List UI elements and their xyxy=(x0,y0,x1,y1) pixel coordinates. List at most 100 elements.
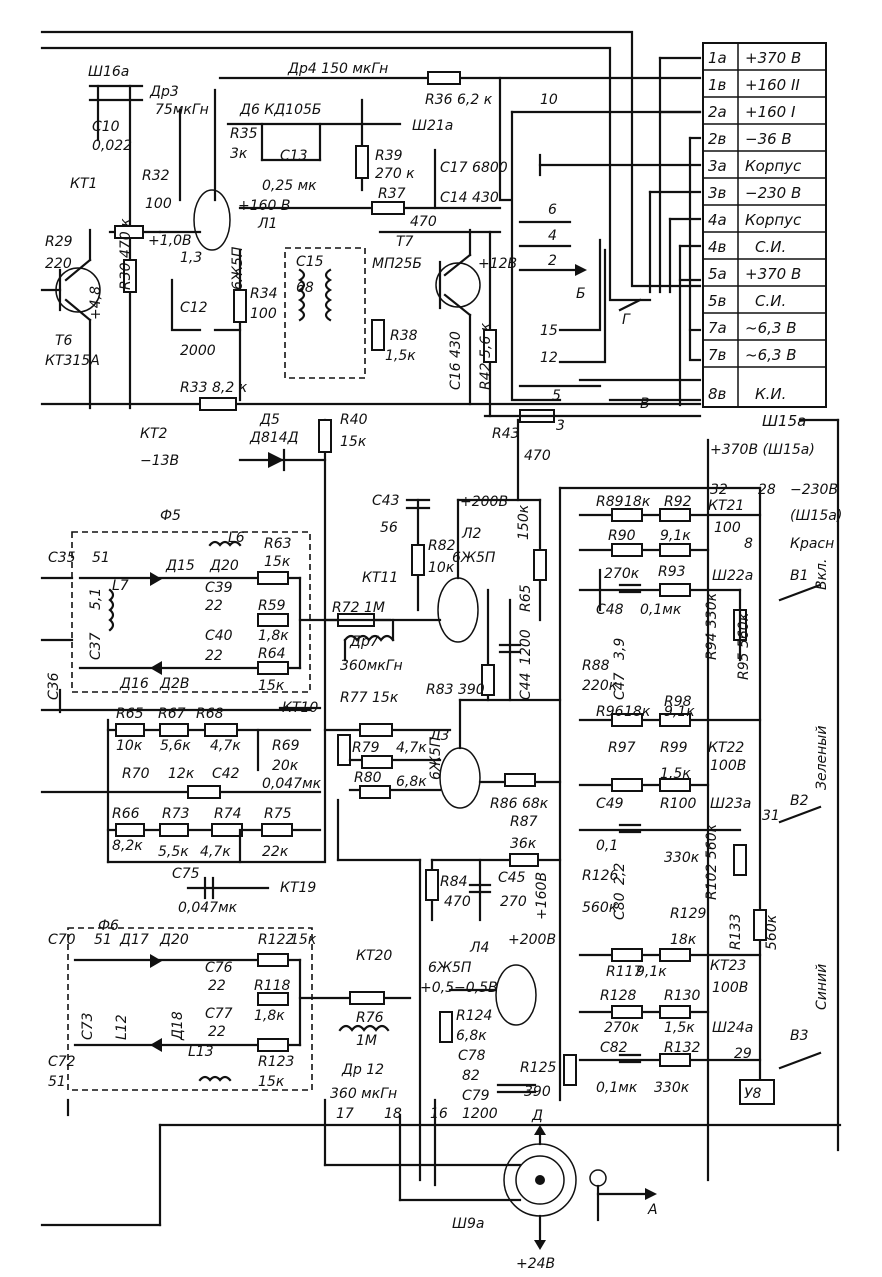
label-r87: R87 xyxy=(510,814,538,830)
label-r69v: 20к xyxy=(272,758,299,774)
label-r96: R96 xyxy=(596,704,624,720)
filter-f5-labels: Ф5 L6 R63 15к С35 51 L7 Д15 Д20 С39 22 R… xyxy=(46,508,292,700)
label-n2: 2 xyxy=(548,253,557,269)
signal-2v: −36 В xyxy=(745,130,792,148)
label-d5t: Д814Д xyxy=(249,430,299,446)
label-r79: R79 xyxy=(352,740,380,756)
signal-5a: +370 В xyxy=(745,265,801,283)
label-r89v: 18к xyxy=(624,494,651,510)
label-c77v: 22 xyxy=(208,1024,226,1040)
label-r59v: 1,8к xyxy=(258,628,289,644)
label-r117v: 9,1к xyxy=(636,964,667,980)
signal-3v: −230 В xyxy=(745,184,801,202)
label-c80v: 2,2 xyxy=(612,863,628,885)
label-c82v: 0,1мк xyxy=(596,1080,638,1096)
label-kt21: КТ21 xyxy=(708,498,744,514)
pin-5v: 5в xyxy=(708,292,727,310)
label-u8: У8 xyxy=(744,1086,762,1102)
label-c45: С45 xyxy=(498,870,526,886)
label-r123v: 15к xyxy=(258,1074,285,1090)
label-l12: L12 xyxy=(114,1014,130,1040)
label-c37: С37 xyxy=(88,632,104,660)
label-dr7: Др7 xyxy=(349,634,379,650)
label-r64v: 15к xyxy=(258,678,285,694)
label-d16: Д16 xyxy=(119,676,149,692)
label-n12: 12 xyxy=(540,350,558,366)
top-labels: Ш16а Др4 150 мкГн R36 6,2 к 10 Др3 75мкГ… xyxy=(45,61,650,469)
label-r129v: 18к xyxy=(670,932,697,948)
label-r29v: 220 xyxy=(45,256,72,272)
label-d6: Д6 КД105Б xyxy=(239,102,322,118)
label-c70v: 51 xyxy=(94,932,112,948)
label-r133v: 560к xyxy=(764,914,780,950)
label-r38v: 1,5к xyxy=(385,348,416,364)
label-b1: В1 xyxy=(790,568,809,584)
label-kt10: КТ10 xyxy=(282,700,318,716)
pin-2v: 2в xyxy=(708,130,727,148)
label-krasn: Красн xyxy=(790,536,834,552)
label-n5: 5 xyxy=(552,388,561,404)
label-kt2: КТ2 xyxy=(140,426,167,442)
label-c42: С42 xyxy=(212,766,240,782)
label-kt23: КТ23 xyxy=(710,958,746,974)
pin-4v: 4в xyxy=(708,238,727,256)
label-d20: Д20 xyxy=(209,558,239,574)
label-v160b: +160В xyxy=(534,872,550,920)
label-r122: R122 xyxy=(258,932,295,948)
label-c45v: 270 xyxy=(500,894,527,910)
label-n17: 17 xyxy=(336,1106,354,1122)
pin-7a: 7а xyxy=(708,319,727,337)
label-r90v: 9,1к xyxy=(660,528,691,544)
label-c72v: 51 xyxy=(48,1074,66,1090)
label-c14: С14 430 xyxy=(440,190,499,206)
label-r30: R30 470 к xyxy=(118,218,134,290)
label-m13: −13В xyxy=(140,453,179,469)
label-r83: R83 390 xyxy=(426,682,485,698)
label-sh22a: Ш22а xyxy=(712,568,753,584)
label-r75: R75 xyxy=(264,806,292,822)
label-v24: +24В xyxy=(516,1256,555,1272)
label-c75: С75 xyxy=(172,866,200,882)
label-r118v: 1,8к xyxy=(254,1008,285,1024)
signal-3a: Корпус xyxy=(745,157,802,175)
label-n330: 330к xyxy=(664,850,700,866)
label-r29: R29 xyxy=(45,234,73,250)
label-c82: С82 xyxy=(600,1040,628,1056)
label-n3: 3 xyxy=(556,418,565,434)
signal-4v: С.И. xyxy=(755,238,786,256)
label-c47v: 3,9 xyxy=(612,638,628,660)
label-c47: С47 xyxy=(612,672,628,700)
label-r65b: R65 xyxy=(518,584,534,612)
label-c44v: 1200 xyxy=(518,629,534,665)
label-r69: R69 xyxy=(272,738,300,754)
signal-2a: +160 I xyxy=(745,103,796,121)
label-m230: −230В xyxy=(790,482,838,498)
label-v48: +4,8 xyxy=(88,286,104,320)
label-kt11: КТ11 xyxy=(362,570,398,586)
label-r74: R74 xyxy=(214,806,242,822)
label-c49: С49 xyxy=(596,796,624,812)
label-r40v: 15к xyxy=(340,434,367,450)
label-c75v: 0,047мк xyxy=(178,900,238,916)
label-r63: R63 xyxy=(264,536,292,552)
signal-4a: Корпус xyxy=(745,211,802,229)
label-c70: С70 xyxy=(48,932,76,948)
label-c35: С35 xyxy=(48,550,76,566)
label-r33: R33 8,2 к xyxy=(180,380,248,396)
label-b2: В2 xyxy=(790,793,809,809)
label-b: Б xyxy=(576,286,586,302)
label-c43v: 56 xyxy=(380,520,398,536)
label-c16: С16 430 xyxy=(448,331,464,390)
label-r79v: 4,7к xyxy=(396,740,427,756)
label-r118: R118 xyxy=(254,978,291,994)
label-c36: С36 xyxy=(46,672,62,700)
label-kt22: КТ22 xyxy=(708,740,744,756)
label-c76: С76 xyxy=(205,960,233,976)
label-n100: 100 xyxy=(145,196,172,212)
label-c39: С39 xyxy=(205,580,233,596)
label-r40: R40 xyxy=(340,412,368,428)
label-c12: С12 xyxy=(180,300,208,316)
label-r89: R89 xyxy=(596,494,624,510)
label-c80: С80 xyxy=(612,892,628,920)
label-r99: R99 xyxy=(660,740,688,756)
